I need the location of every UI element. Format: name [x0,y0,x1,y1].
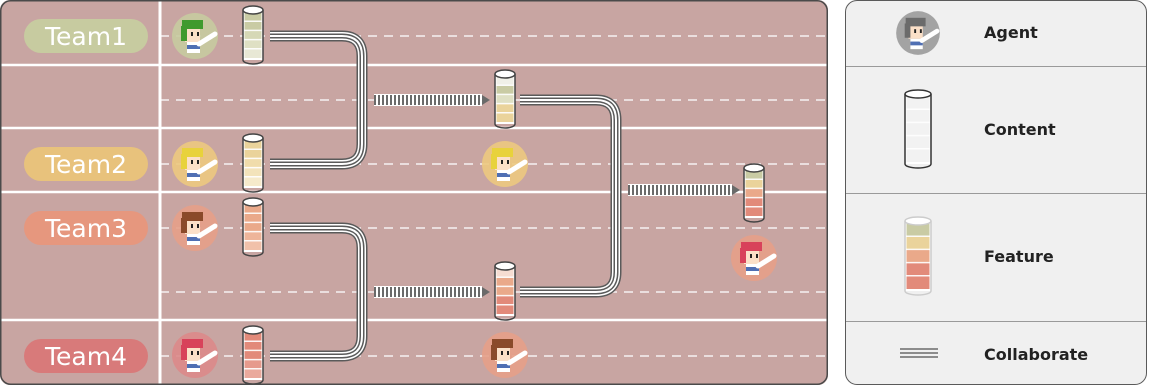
legend-feature-label: Feature [984,247,1054,266]
content-icon [866,66,970,193]
legend-panel: Agent Content Feature Collaborate [845,0,1147,385]
team-label-text: Team2 [44,150,127,179]
team-label-2: Team2 [24,147,148,181]
feature-icon [866,193,970,321]
team-label-3: Team3 [24,211,148,245]
legend-collaborate-lines [900,348,938,358]
agents [172,13,777,378]
content-stack-team3 [242,197,264,257]
content-stack-team1 [242,5,264,65]
collaborate-icon [866,321,970,384]
agent-team1 [172,13,218,59]
legend-content-cylinder [904,89,932,169]
content-stack-team2 [242,133,264,193]
team-label-text: Team3 [44,214,127,243]
merge-arrow-final [628,184,740,196]
team-label-text: Team1 [44,22,127,51]
feature-stack-merge-top [494,69,516,129]
merge-arrow-bottom [374,286,490,298]
agent-merge-top [482,141,528,187]
collaborate-pipe-1-2 [270,30,368,170]
merge-arrows [374,94,740,298]
team-label-1: Team1 [24,19,148,53]
agent-team2 [172,141,218,187]
feature-stack-merge-bottom [494,261,516,321]
legend-row-feature: Feature [846,193,1146,322]
agent-final [731,235,777,281]
merge-arrow-top [374,94,490,106]
agent-merge-bottom [482,332,528,378]
legend-feature-cylinder [904,216,932,296]
agent-team3 [172,205,218,251]
legend-row-agent: Agent [846,1,1146,67]
collaborate-pipe-merge [520,94,622,298]
agent-team4 [172,332,218,378]
legend-collaborate-label: Collaborate [984,345,1089,364]
agent-icon [866,1,970,66]
legend-agent-label: Agent [984,23,1038,42]
content-stacks [242,5,765,385]
collaborate-pipes [270,30,622,362]
legend-content-label: Content [984,120,1056,139]
feature-stack-final [743,163,765,223]
legend-row-content: Content [846,66,1146,194]
legend-row-collaborate: Collaborate [846,321,1146,384]
team-label-text: Team4 [44,342,127,371]
collaborate-pipe-3-4 [270,222,368,362]
team-label-4: Team4 [24,339,148,373]
legend-agent-figure [896,11,940,55]
content-stack-team4 [242,325,264,385]
